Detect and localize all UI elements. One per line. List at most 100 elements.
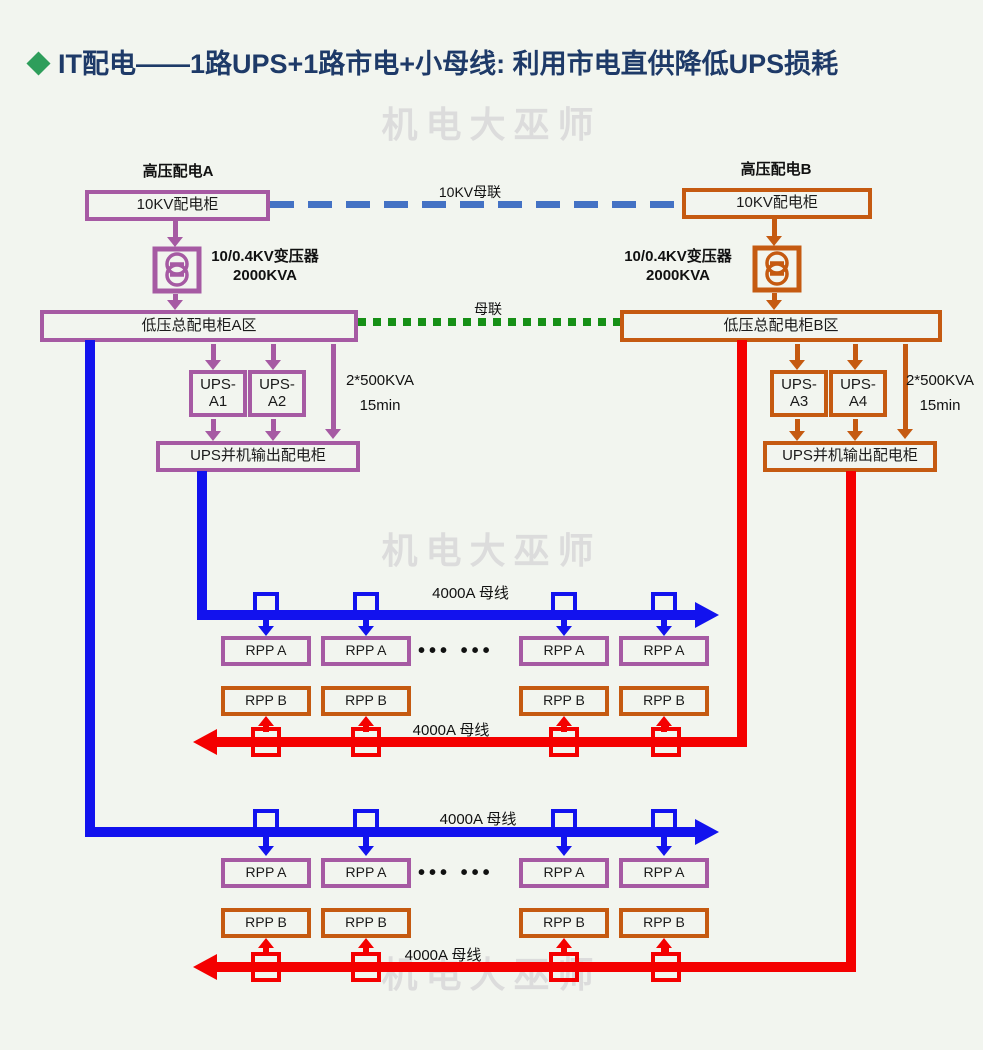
rpp-a-box: RPP A bbox=[619, 858, 709, 888]
feeder-ups-a bbox=[197, 471, 207, 620]
lv-cabinet-a-label: 低压总配电柜A区 bbox=[141, 316, 257, 334]
tap-drop bbox=[363, 837, 369, 846]
rpp-a-label: RPP A bbox=[245, 864, 287, 881]
arrowhead bbox=[789, 360, 805, 370]
ups-a4-line1: UPS- bbox=[840, 376, 876, 393]
arrow-hv-to-xfmr-a bbox=[173, 221, 178, 238]
arrowhead bbox=[556, 938, 572, 948]
rpp-b-box: RPP B bbox=[519, 908, 609, 938]
hv-tie-label: 10KV母联 bbox=[438, 184, 502, 200]
bus-tap-icon bbox=[253, 592, 279, 610]
rpp-b-box: RPP B bbox=[221, 908, 311, 938]
page-title: IT配电——1路UPS+1路市电+小母线: 利用市电直供降低UPS损耗 bbox=[58, 49, 839, 79]
tap-drop bbox=[363, 620, 369, 627]
rpp-a-box: RPP A bbox=[321, 858, 411, 888]
lv-cabinet-b-label: 低压总配电柜B区 bbox=[723, 316, 839, 334]
bus-tap-icon bbox=[351, 727, 381, 757]
bus-red-1-label: 4000A 母线 bbox=[412, 722, 490, 739]
rpp-a-label: RPP A bbox=[245, 642, 287, 659]
rpp-b-box: RPP B bbox=[221, 686, 311, 716]
arrow-hv-to-xfmr-b bbox=[772, 219, 777, 236]
arrowhead bbox=[766, 236, 782, 246]
ups-a2-line1: UPS- bbox=[259, 376, 295, 393]
arrowhead bbox=[265, 360, 281, 370]
bus-red-2-label: 4000A 母线 bbox=[404, 947, 482, 964]
hv-section-label-b: 高压配电B bbox=[740, 161, 812, 178]
ellipsis-dots: ••• ••• bbox=[418, 862, 494, 884]
ups-a1-line2: A1 bbox=[208, 392, 228, 410]
bus-blue-2 bbox=[85, 827, 697, 837]
arrowhead bbox=[325, 429, 341, 439]
ups-output-a-label: UPS并机输出配电柜 bbox=[190, 447, 326, 465]
ups-output-a: UPS并机输出配电柜 bbox=[156, 441, 360, 472]
lv-tie-line bbox=[358, 318, 620, 326]
lv-cabinet-b: 低压总配电柜B区 bbox=[620, 310, 942, 342]
hv-cabinet-a-label: 10KV配电柜 bbox=[136, 196, 219, 214]
arrowhead bbox=[766, 300, 782, 310]
rpp-a-box: RPP A bbox=[619, 636, 709, 666]
hv-cabinet-b: 10KV配电柜 bbox=[682, 188, 872, 219]
arrowhead bbox=[358, 626, 374, 636]
arrowhead bbox=[847, 431, 863, 441]
ups-a1-line1: UPS- bbox=[200, 376, 236, 393]
arrowhead bbox=[556, 626, 572, 636]
rpp-b-box: RPP B bbox=[519, 686, 609, 716]
bus-blue-1-label: 4000A 母线 bbox=[432, 585, 509, 602]
rpp-b-label: RPP B bbox=[643, 914, 685, 931]
rpp-b-label: RPP B bbox=[543, 692, 585, 709]
arrowhead bbox=[258, 846, 274, 856]
tap-drop bbox=[561, 620, 567, 627]
rpp-b-box: RPP B bbox=[321, 686, 411, 716]
bus-tap-icon bbox=[353, 809, 379, 827]
hv-section-label-a: 高压配电A bbox=[142, 163, 214, 180]
arrowhead bbox=[265, 431, 281, 441]
arrowhead bbox=[258, 626, 274, 636]
arrowhead bbox=[167, 237, 183, 247]
arrowhead bbox=[556, 716, 572, 726]
rpp-b-label: RPP B bbox=[543, 914, 585, 931]
bus-red-1-arrowhead bbox=[193, 729, 217, 755]
bus-blue-1-arrowhead bbox=[695, 602, 719, 628]
ups-output-b: UPS并机输出配电柜 bbox=[763, 441, 937, 472]
ups-output-b-label: UPS并机输出配电柜 bbox=[782, 447, 918, 465]
rpp-a-box: RPP A bbox=[321, 636, 411, 666]
ups-a1: UPS- A1 bbox=[189, 370, 247, 417]
tap-drop bbox=[561, 837, 567, 846]
ups-a2: UPS- A2 bbox=[248, 370, 306, 417]
arrow-xfmr-to-lv-b bbox=[772, 293, 777, 302]
bus-tap-icon bbox=[549, 952, 579, 982]
bus-tap-icon bbox=[253, 809, 279, 827]
feeder-utility-a bbox=[85, 340, 95, 837]
rpp-b-box: RPP B bbox=[619, 908, 709, 938]
arrowhead bbox=[358, 846, 374, 856]
bypass-line-a bbox=[331, 344, 336, 430]
hv-cabinet-b-label: 10KV配电柜 bbox=[736, 194, 818, 212]
rpp-a-label: RPP A bbox=[543, 864, 585, 881]
bus-tap-icon bbox=[651, 727, 681, 757]
arrowhead bbox=[789, 431, 805, 441]
rpp-a-label: RPP A bbox=[345, 642, 387, 659]
arrowhead bbox=[258, 716, 274, 726]
rpp-a-box: RPP A bbox=[519, 858, 609, 888]
arrow-lv-to-ups-a2 bbox=[271, 344, 276, 361]
bus-red-2-arrowhead bbox=[193, 954, 217, 980]
arrowhead bbox=[358, 716, 374, 726]
feeder-utility-b bbox=[737, 340, 747, 747]
rpp-a-label: RPP A bbox=[543, 642, 585, 659]
hv-tie-line bbox=[270, 201, 682, 208]
rpp-a-box: RPP A bbox=[221, 858, 311, 888]
ups-a2-line2: A2 bbox=[267, 392, 287, 410]
arrow-lv-to-ups-a4 bbox=[853, 344, 858, 361]
rpp-a-box: RPP A bbox=[519, 636, 609, 666]
transformer-a-label: 10/0.4KV变压器 2000KVA bbox=[185, 247, 345, 285]
rpp-b-label: RPP B bbox=[643, 692, 685, 709]
rpp-b-box: RPP B bbox=[619, 686, 709, 716]
bus-tap-icon bbox=[651, 952, 681, 982]
arrowhead bbox=[847, 360, 863, 370]
arrowhead bbox=[656, 716, 672, 726]
arrow-lv-to-ups-a1 bbox=[211, 344, 216, 361]
ellipsis-dots: ••• ••• bbox=[418, 640, 494, 662]
ups-a4-line2: A4 bbox=[848, 392, 868, 410]
capacity-label-b1: 2*500KVA bbox=[905, 372, 975, 389]
arrowhead bbox=[167, 300, 183, 310]
